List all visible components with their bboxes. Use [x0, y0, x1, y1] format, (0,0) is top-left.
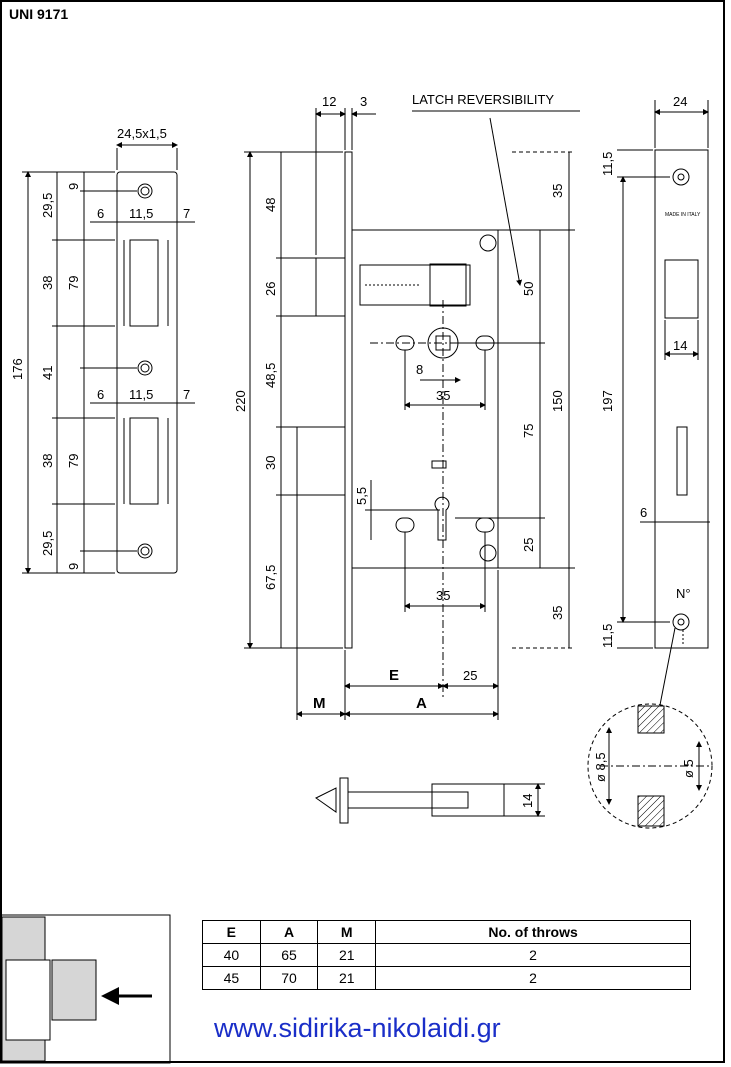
website-link[interactable]: www.sidirika-nikolaidi.gr	[214, 1013, 501, 1043]
latch-reversibility-label: LATCH REVERSIBILITY	[412, 92, 554, 107]
svg-text:7: 7	[183, 206, 190, 221]
keyhole	[434, 496, 450, 541]
svg-text:6: 6	[640, 505, 647, 520]
detail-circle	[587, 703, 713, 829]
lock-case	[351, 229, 499, 569]
svg-text:35: 35	[550, 606, 565, 620]
svg-text:30: 30	[263, 456, 278, 470]
svg-text:35: 35	[550, 184, 565, 198]
svg-text:29,5: 29,5	[40, 193, 55, 218]
svg-text:50: 50	[521, 282, 536, 296]
latch-side-view	[315, 777, 545, 824]
svg-text:9: 9	[66, 563, 81, 570]
svg-text:11,5: 11,5	[600, 152, 615, 176]
svg-text:8: 8	[416, 362, 423, 377]
strike-plate-labels: 24,5x1,5 176 29,5 38 41 38 29,5 9 79 79 …	[10, 126, 190, 570]
latch-bolt	[315, 257, 346, 317]
svg-text:29,5: 29,5	[40, 531, 55, 556]
svg-text:38: 38	[40, 276, 55, 290]
svg-text:150: 150	[550, 390, 565, 412]
svg-text:12: 12	[322, 94, 336, 109]
svg-text:7: 7	[183, 387, 190, 402]
svg-text:25: 25	[463, 668, 477, 683]
lock-body	[244, 108, 580, 720]
svg-text:A: A	[416, 695, 427, 712]
strike-slot-lower	[129, 417, 159, 505]
faceplate-latch-hole	[664, 259, 699, 319]
svg-text:197: 197	[600, 390, 615, 412]
specs-table: E A M No. of throws 40 65 21 2 45 70 21 …	[202, 920, 691, 990]
strike-width-label: 24,5x1,5	[117, 126, 167, 141]
faceplate-logo: MADE IN ITALY	[665, 212, 701, 218]
faceplate	[617, 100, 710, 706]
lock-body-labels: 12 3 LATCH REVERSIBILITY 220 48 26 48,5 …	[233, 92, 565, 712]
strike-screw-hole-mid	[137, 360, 153, 376]
svg-text:24: 24	[673, 94, 687, 109]
svg-text:48,5: 48,5	[263, 363, 278, 388]
svg-text:35: 35	[436, 388, 450, 403]
svg-text:11,5: 11,5	[129, 206, 153, 221]
strike-screw-hole-bottom	[137, 543, 153, 559]
svg-text:38: 38	[40, 454, 55, 468]
strike-height-label: 176	[10, 358, 25, 380]
lock-forend	[344, 151, 353, 649]
svg-text:6: 6	[97, 387, 104, 402]
svg-text:14: 14	[673, 338, 687, 353]
svg-text:48: 48	[263, 198, 278, 212]
page-title: UNI 9171	[9, 6, 69, 22]
faceplate-body	[654, 149, 709, 649]
svg-text:ø 5: ø 5	[681, 759, 696, 778]
svg-text:E: E	[389, 667, 399, 684]
svg-text:25: 25	[521, 538, 536, 552]
svg-text:67,5: 67,5	[263, 565, 278, 590]
svg-text:5,5: 5,5	[354, 487, 369, 505]
svg-text:26: 26	[263, 282, 278, 296]
countersink-detail	[587, 703, 713, 829]
svg-text:75: 75	[521, 424, 536, 438]
svg-text:220: 220	[233, 390, 248, 412]
strike-plate-body	[116, 171, 178, 574]
svg-text:N°: N°	[676, 586, 691, 601]
svg-text:ø 8,5: ø 8,5	[593, 752, 608, 782]
svg-text:79: 79	[66, 276, 81, 290]
svg-text:11,5: 11,5	[600, 624, 615, 648]
countersink-labels: ø 8,5 ø 5	[593, 752, 696, 782]
strike-plate	[22, 142, 195, 574]
svg-text:14: 14	[520, 794, 535, 808]
svg-text:3: 3	[360, 94, 367, 109]
faceplate-labels: 24 11,5 11,5 197 14 6 MADE IN ITALY N°	[600, 94, 701, 648]
door-detail	[0, 914, 171, 1064]
svg-text:79: 79	[66, 454, 81, 468]
svg-text:9: 9	[66, 183, 81, 190]
strike-slot-upper	[129, 239, 159, 327]
svg-text:6: 6	[97, 206, 104, 221]
svg-text:11,5: 11,5	[129, 387, 153, 402]
svg-text:M: M	[313, 695, 326, 712]
svg-text:35: 35	[436, 588, 450, 603]
faceplate-screw-bottom	[672, 613, 690, 631]
table-row: 40 65 21 2	[202, 943, 691, 967]
table-header-row: E A M No. of throws	[202, 920, 691, 944]
faceplate-screw-top	[672, 168, 690, 186]
svg-text:41: 41	[40, 366, 55, 380]
strike-screw-hole-top	[137, 183, 153, 199]
deadbolt	[296, 426, 346, 496]
faceplate-bolt-hole	[676, 426, 688, 496]
table-row: 45 70 21 2	[202, 966, 691, 990]
